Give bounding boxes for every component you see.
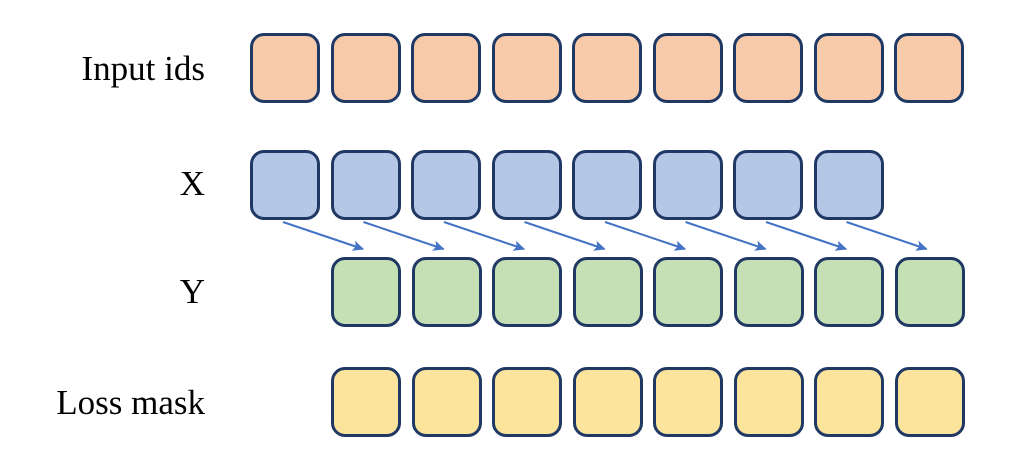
cell-input_ids-8 [894, 33, 964, 103]
cell-loss_mask-7 [895, 367, 965, 437]
cell-input_ids-1 [331, 33, 401, 103]
cell-loss_mask-0 [331, 367, 401, 437]
row-label-loss_mask: Loss mask [56, 383, 205, 422]
cell-y-1 [412, 257, 482, 327]
cell-loss_mask-6 [814, 367, 884, 437]
cell-y-6 [814, 257, 884, 327]
cell-input_ids-0 [250, 33, 320, 103]
row-label-x: X [179, 164, 205, 203]
cell-y-5 [734, 257, 804, 327]
cell-loss_mask-5 [734, 367, 804, 437]
row-label-y: Y [179, 272, 205, 311]
cell-y-0 [331, 257, 401, 327]
cell-x-1 [331, 150, 401, 220]
cell-y-3 [573, 257, 643, 327]
cell-y-4 [653, 257, 723, 327]
cell-input_ids-2 [411, 33, 481, 103]
cell-y-7 [895, 257, 965, 327]
shift-arrow-2 [443, 221, 526, 251]
cell-loss_mask-3 [573, 367, 643, 437]
shift-arrow-3 [524, 221, 606, 251]
cell-x-5 [653, 150, 723, 220]
cell-x-2 [411, 150, 481, 220]
shift-arrow-4 [604, 221, 687, 251]
shift-arrow-1 [363, 221, 445, 251]
cell-loss_mask-1 [412, 367, 482, 437]
cell-x-6 [733, 150, 803, 220]
shift-arrow-6 [765, 221, 848, 251]
cell-y-2 [492, 257, 562, 327]
cell-input_ids-3 [492, 33, 562, 103]
cell-x-4 [572, 150, 642, 220]
cell-loss_mask-2 [492, 367, 562, 437]
shift-arrow-7 [846, 221, 928, 251]
cell-x-0 [250, 150, 320, 220]
cell-input_ids-7 [814, 33, 884, 103]
row-label-input_ids: Input ids [81, 49, 205, 88]
cell-input_ids-6 [733, 33, 803, 103]
cell-input_ids-5 [653, 33, 723, 103]
shift-arrow-0 [282, 221, 365, 251]
cell-input_ids-4 [572, 33, 642, 103]
shift-arrow-5 [685, 221, 767, 251]
cell-x-7 [814, 150, 884, 220]
cell-x-3 [492, 150, 562, 220]
cell-loss_mask-4 [653, 367, 723, 437]
